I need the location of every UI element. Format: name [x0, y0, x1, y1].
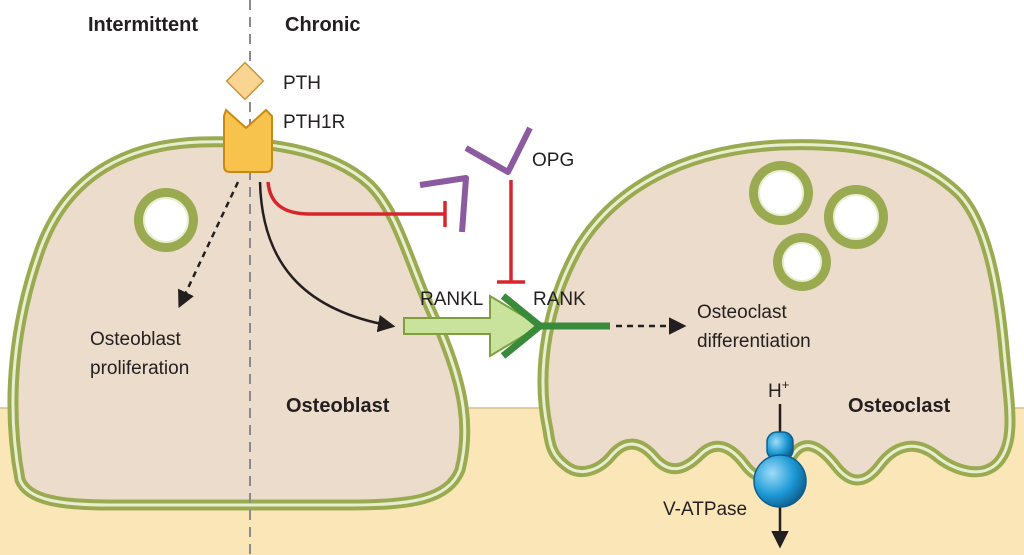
opg-molecule-icon — [464, 126, 533, 175]
proliferation-arrow — [178, 181, 240, 309]
osteoclast-label: Osteoclast — [848, 395, 951, 417]
pth-ligand — [225, 61, 265, 101]
rank-label: RANK — [533, 289, 586, 310]
pth1r-label: PTH1R — [283, 112, 345, 133]
rankl-induction-arrow — [258, 181, 396, 333]
osteoblast-cell — [7, 136, 471, 511]
header-intermittent: Intermittent — [88, 14, 198, 36]
v-atpase-label: V-ATPase — [663, 499, 747, 520]
opg-label: OPG — [532, 150, 574, 171]
pth1r-receptor-icon — [223, 108, 273, 173]
osteoclast-vesicle — [773, 233, 831, 291]
opg-molecule-icon — [419, 175, 469, 233]
rankl-label: RANKL — [420, 289, 483, 310]
osteoclast-vesicle — [749, 161, 813, 225]
osteoblast-label: Osteoblast — [286, 395, 390, 417]
osteoclast-vesicle — [824, 185, 888, 249]
osteoclast-differentiation-line2: differentiation — [697, 331, 811, 352]
osteoblast-proliferation-line2: proliferation — [90, 358, 189, 379]
v-atpase-pump-icon — [753, 431, 807, 508]
osteoblast-proliferation-line1: Osteoblast — [90, 329, 182, 350]
pth-label: PTH — [283, 73, 321, 94]
opg-inhibition-line — [266, 181, 445, 216]
osteoblast-vesicle — [134, 188, 198, 252]
osteoclast-differentiation-line1: Osteoclast — [697, 302, 787, 323]
proton-label: H+ — [768, 377, 789, 402]
rankl-ligand-icon — [403, 294, 542, 358]
header-chronic: Chronic — [285, 14, 361, 36]
